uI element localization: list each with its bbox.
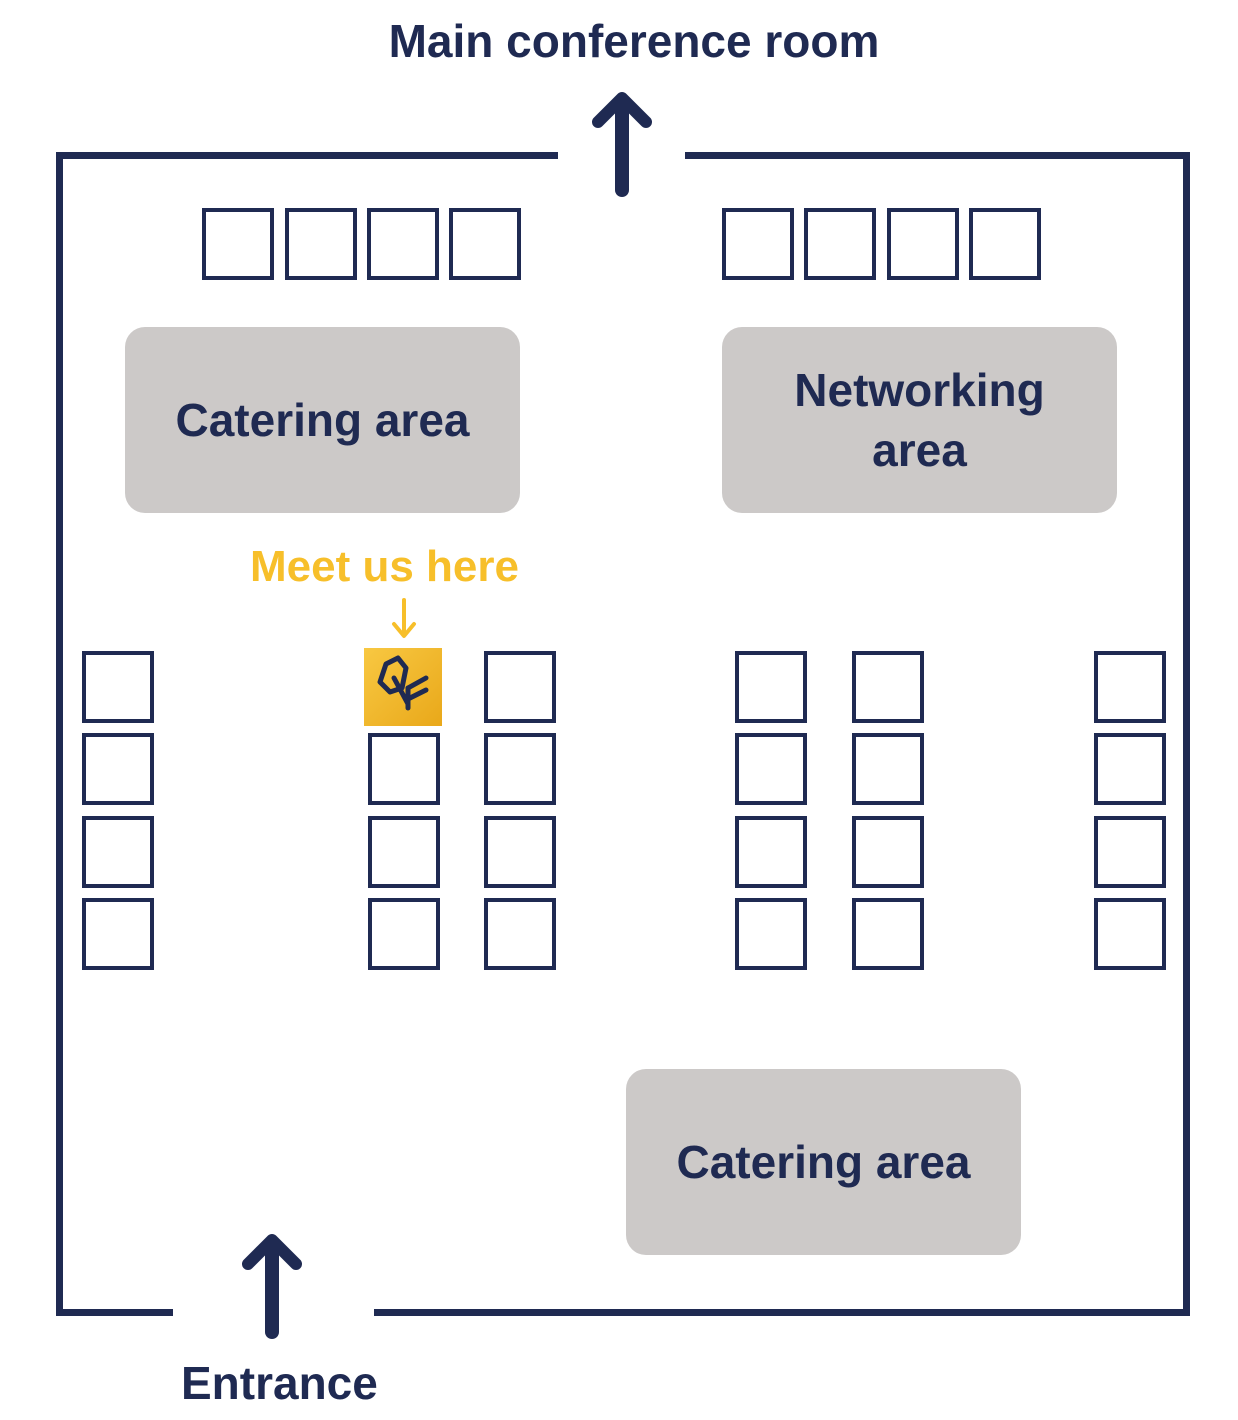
- booth: [735, 816, 807, 888]
- meet-us-here-label: Meet us here: [250, 542, 519, 591]
- booth: [368, 816, 440, 888]
- booth: [484, 898, 556, 970]
- booth: [735, 733, 807, 805]
- catering-area-top: Catering area: [125, 327, 520, 513]
- booth: [1094, 898, 1166, 970]
- networking-area-label-line2: area: [872, 424, 967, 476]
- booth: [285, 208, 357, 280]
- wall-bottom-left: [56, 1309, 173, 1316]
- booth: [1094, 651, 1166, 723]
- booth: [82, 651, 154, 723]
- booth: [852, 733, 924, 805]
- main-conference-room-label: Main conference room: [388, 15, 880, 67]
- arrow-up-icon: [592, 92, 652, 197]
- booth: [367, 208, 439, 280]
- wall-right: [1183, 152, 1190, 1316]
- booth: [368, 733, 440, 805]
- booth: [852, 816, 924, 888]
- booth: [735, 898, 807, 970]
- booth: [804, 208, 876, 280]
- booth: [484, 733, 556, 805]
- booth: [82, 816, 154, 888]
- wall-left: [56, 152, 63, 1316]
- catering-area-top-label: Catering area: [175, 394, 470, 446]
- booth: [852, 651, 924, 723]
- booth: [852, 898, 924, 970]
- booth: [735, 651, 807, 723]
- networking-area-label-line1: Networking: [794, 364, 1045, 416]
- booth: [82, 733, 154, 805]
- arrow-up-icon: [242, 1234, 302, 1339]
- catering-area-bottom: Catering area: [626, 1069, 1021, 1255]
- booth: [82, 898, 154, 970]
- booth: [202, 208, 274, 280]
- wall-top-left: [56, 152, 558, 159]
- booth: [1094, 816, 1166, 888]
- wall-top-right: [685, 152, 1190, 159]
- networking-area: Networking area: [722, 327, 1117, 513]
- booth: [722, 208, 794, 280]
- entrance-label: Entrance: [181, 1357, 378, 1409]
- booth: [484, 651, 556, 723]
- booth: [887, 208, 959, 280]
- booth: [484, 816, 556, 888]
- catering-area-bottom-label: Catering area: [676, 1136, 971, 1188]
- wall-bottom-right: [374, 1309, 1190, 1316]
- company-logo-icon: [364, 648, 442, 726]
- arrow-down-icon: [392, 598, 416, 638]
- booth: [449, 208, 521, 280]
- booth: [368, 898, 440, 970]
- booth: [969, 208, 1041, 280]
- booth: [1094, 733, 1166, 805]
